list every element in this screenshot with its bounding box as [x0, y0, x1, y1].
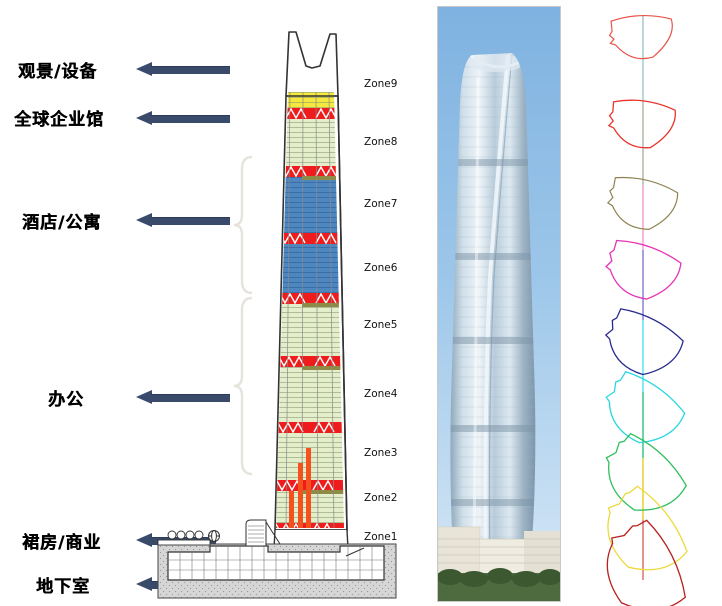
tower-photograph [437, 6, 561, 602]
arrow-office [136, 390, 230, 404]
label-basement: 地下室 [36, 577, 90, 597]
photo-tower-details [450, 53, 536, 567]
photo-tree-line [438, 568, 560, 587]
brace-office [233, 296, 253, 476]
zone-label-zone5: Zone5 [364, 319, 398, 331]
zone-label-zone1: Zone1 [364, 531, 398, 543]
floor-plate-zone2 [607, 485, 688, 571]
label-hotel-apartment: 酒店/公寓 [22, 213, 102, 233]
mech-band-8 [276, 166, 344, 177]
floor-plate-zone1 [606, 519, 686, 606]
zone-label-zone8: Zone8 [364, 136, 398, 148]
zone-label-zone6: Zone6 [364, 262, 398, 274]
floor-plate-zone3 [605, 432, 687, 511]
mech-underline-strips [302, 176, 344, 494]
floor-plate-stack [565, 0, 722, 606]
tower-section-diagram [250, 8, 370, 569]
floor-plate-zone8 [607, 99, 676, 149]
mech-band-6 [276, 293, 344, 304]
mech-band-5 [276, 356, 344, 367]
label-podium-retail: 裙房/商业 [22, 533, 102, 553]
mech-band-4 [276, 422, 344, 433]
core-elevator-highlight [289, 448, 311, 528]
label-global-pavilion: 全球企业馆 [14, 110, 104, 130]
arrow-hotel-apartment [136, 213, 230, 227]
podium-canopy-bubbles [167, 530, 204, 540]
podium-roof-slab [157, 539, 211, 546]
label-office: 办公 [48, 390, 84, 410]
podium-entry-steps [245, 519, 281, 547]
zone-label-zone7: Zone7 [364, 198, 398, 210]
tower-vertical-grid [285, 92, 335, 528]
floor-plate-zone7 [606, 176, 679, 230]
floor-plate-zone4 [605, 370, 686, 444]
brace-hotel [233, 155, 253, 295]
arrow-observation [136, 62, 230, 76]
zone-label-zone9: Zone9 [364, 78, 398, 90]
podium-ramp-line [345, 547, 365, 557]
floor-plate-zone9 [608, 15, 673, 60]
floor-plate-zone5 [604, 308, 684, 376]
tower-crown-outline [285, 31, 339, 97]
zone-label-zone4: Zone4 [364, 388, 398, 400]
basement-grid [168, 546, 384, 580]
podium-sphere-icon [208, 530, 220, 542]
arrow-global-pavilion [136, 111, 230, 125]
zone-label-zone2: Zone2 [364, 492, 398, 504]
floor-plate-zone6 [605, 239, 682, 300]
photo-podium-buildings [438, 526, 560, 576]
podium-basement-section [157, 519, 397, 599]
zone-label-zone3: Zone3 [364, 447, 398, 459]
label-observation: 观景/设备 [18, 62, 98, 82]
tower-zone-fills [276, 92, 344, 528]
mech-band-9 [276, 108, 344, 119]
mech-band-7 [276, 233, 344, 244]
